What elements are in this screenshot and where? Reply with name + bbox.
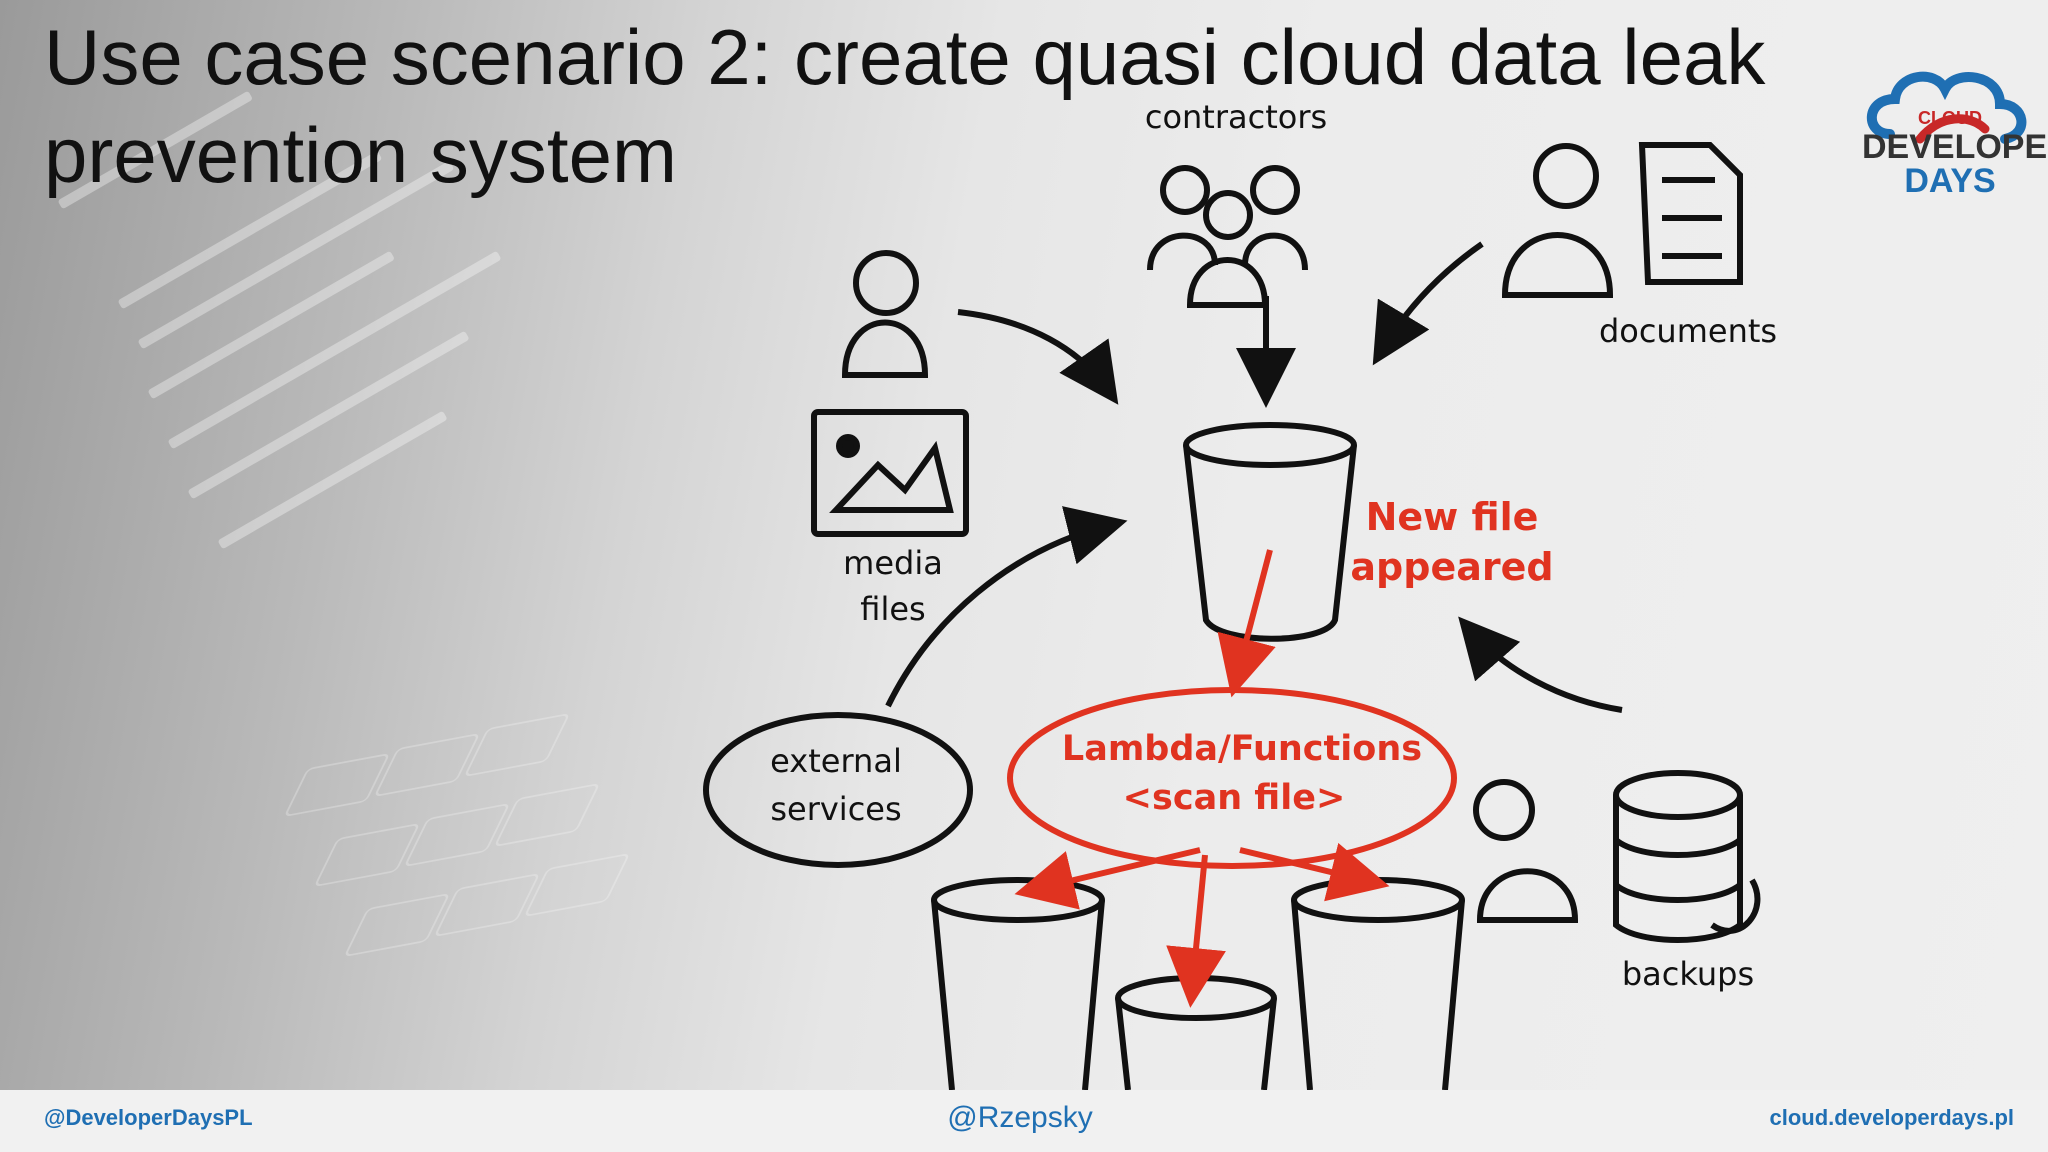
- new-file-label-line1: New file: [1366, 495, 1539, 539]
- input-arrows: [885, 241, 1623, 713]
- storage-bucket-icon: [1183, 422, 1357, 642]
- logo-developer-text: DEVELOPER: [1862, 128, 2048, 166]
- lambda-label: Lambda/Functions: [1062, 729, 1422, 769]
- slide-title: Use case scenario 2: create quasi cloud …: [44, 13, 1766, 199]
- contractors-label: contractors: [1145, 98, 1327, 136]
- cloud-logo-icon: [1866, 71, 2027, 144]
- logo-cloud-text: CLOUD: [1918, 108, 1982, 128]
- external-services-label-line1: external: [770, 742, 902, 780]
- scan-file-label: <scan file>: [1123, 778, 1346, 818]
- external-services-ellipse: [703, 712, 973, 868]
- twitter-handle[interactable]: @DeveloperDaysPL: [44, 1105, 253, 1130]
- user-with-documents-icon: [1501, 142, 1743, 298]
- speaker-handle[interactable]: @Rzepsky: [947, 1101, 1093, 1134]
- slide-footer: [0, 1090, 2048, 1152]
- user-icon: [841, 250, 929, 378]
- dlp-diagram: contractors documents media files extern…: [703, 98, 1777, 1090]
- logo-days-text: DAYS: [1904, 162, 1996, 200]
- new-file-label-line2: appeared: [1350, 545, 1553, 589]
- documents-label: documents: [1599, 312, 1777, 350]
- website-link[interactable]: cloud.developerdays.pl: [1769, 1105, 2014, 1130]
- external-services-label-line2: services: [770, 790, 901, 828]
- trigger-arrows: [1014, 549, 1390, 1008]
- backup-database-icon: [1473, 770, 1761, 943]
- backups-label: backups: [1622, 955, 1754, 993]
- contractors-group-icon: [1147, 165, 1308, 308]
- media-files-label-line2: files: [860, 590, 925, 628]
- media-files-label-line1: media: [843, 544, 943, 582]
- image-file-icon: [811, 409, 969, 537]
